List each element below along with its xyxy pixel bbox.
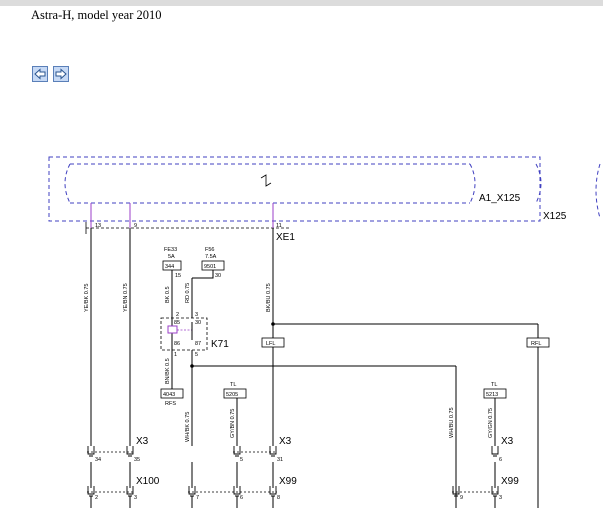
wire-label: WH/BK 0.75 — [185, 412, 191, 442]
connector-pin: 9 — [460, 495, 463, 501]
connector-x99-label: X99 — [279, 476, 297, 487]
connector-5205: TL 5205 — [223, 382, 247, 399]
relay-pin: 85 — [174, 320, 180, 326]
wire-label: GY/GN 0.75 — [488, 408, 494, 438]
connector-pin: 31 — [277, 457, 283, 463]
wire-label: BK 0.5 — [165, 286, 171, 303]
svg-text:LFL: LFL — [266, 341, 275, 347]
ground-4043: 4043 RFS — [160, 388, 184, 407]
connector-pin: 7 — [196, 495, 199, 501]
connector-pin-icon — [233, 446, 241, 457]
connector-x99-label: X99 — [501, 476, 519, 487]
relay-pin: 30 — [195, 320, 201, 326]
relay-k71: 2 3 85 30 86 87 1 5 K71 — [160, 312, 229, 358]
back-button[interactable] — [32, 66, 48, 82]
svg-text:RFL: RFL — [531, 341, 541, 347]
connector-symbols — [87, 446, 499, 497]
connector-pin: 6 — [499, 457, 502, 463]
fuse-pin: 15 — [175, 273, 181, 279]
svg-text:5213: 5213 — [486, 392, 498, 398]
fuse-rating: 7.5A — [205, 254, 217, 260]
module-outer-label: X125 — [543, 211, 567, 222]
connector-pin-icon — [491, 446, 499, 457]
black-wires — [90, 228, 539, 508]
connector-pin: 6 — [240, 495, 243, 501]
connector-pin-icon — [269, 486, 277, 497]
fuse-name: F56 — [205, 247, 214, 253]
relay-pin: 86 — [174, 341, 180, 347]
wire-label: GY/BN 0.75 — [230, 409, 236, 438]
connector-x3-label: X3 — [279, 436, 292, 447]
fuse-fe33: FE33 5A 344 15 — [162, 247, 182, 279]
forward-button[interactable] — [53, 66, 69, 82]
wire-label: YE/BK 0.75 — [84, 284, 90, 312]
wire-labels: YE/BK 0.75 YE/BN 0.75 BK 0.5 RD 0.75 BK/… — [84, 283, 494, 442]
fuse-rating: 5A — [168, 254, 175, 260]
connector-pin: 3 — [499, 495, 502, 501]
connector-pin: 2 — [95, 495, 98, 501]
connector-pin: 5 — [240, 457, 243, 463]
connector-pin-icon — [126, 486, 134, 497]
wire-label: WH/BU 0.75 — [449, 407, 455, 438]
relay-pin: 3 — [195, 312, 198, 318]
connector-labels: X3 34 35 X3 5 31 X3 6 X100 2 3 X99 7 6 8… — [95, 436, 519, 501]
wire-label: YE/BN 0.75 — [123, 283, 129, 312]
svg-text:TL: TL — [230, 382, 236, 388]
connector-pin: 35 — [134, 457, 140, 463]
connector-pin-icon — [491, 486, 499, 497]
wire-label: RD 0.75 — [185, 283, 191, 303]
xe1-label: XE1 — [276, 232, 295, 243]
fuse-code: 344 — [165, 264, 174, 270]
box-rfl: RFL — [526, 337, 550, 348]
relay-pin: 87 — [195, 341, 201, 347]
arrow-left-icon — [34, 68, 46, 80]
junction-dot — [190, 364, 194, 368]
connector-xe1: 13 9 11 XE1 — [85, 222, 295, 243]
relay-pin: 2 — [176, 312, 179, 318]
svg-text:5205: 5205 — [226, 392, 238, 398]
fuse-name: FE33 — [164, 247, 177, 253]
relay-coil-icon — [167, 325, 178, 334]
relay-pin: 1 — [174, 352, 177, 358]
module-a1-x125: A1_X125 X125 — [48, 156, 601, 222]
xe1-pin-13: 13 — [95, 223, 101, 229]
svg-text:TL: TL — [491, 382, 497, 388]
arrow-right-icon — [55, 68, 67, 80]
connector-pin-icon — [87, 446, 95, 457]
xe1-pin-9: 9 — [134, 223, 137, 229]
page-title: Astra-H, model year 2010 — [31, 8, 162, 22]
fuse-pin: 30 — [215, 273, 221, 279]
junction-dot — [271, 322, 275, 326]
wire-label: BN/BK 0.5 — [165, 358, 171, 384]
connector-pin: 34 — [95, 457, 101, 463]
top-bar — [0, 0, 603, 6]
wire-label: BK/BU 0.75 — [266, 283, 272, 312]
module-label: A1_X125 — [479, 193, 521, 204]
connector-pin-icon — [188, 486, 196, 497]
svg-text:RFS: RFS — [165, 401, 176, 407]
svg-text:4043: 4043 — [163, 392, 175, 398]
connector-pin-icon — [87, 486, 95, 497]
relay-label: K71 — [211, 339, 229, 350]
relay-pin: 5 — [195, 352, 198, 358]
ground-icon — [260, 174, 272, 187]
connector-x3-label: X3 — [501, 436, 514, 447]
connector-pin: 3 — [134, 495, 137, 501]
violet-wires — [90, 203, 274, 228]
connector-pin-icon — [233, 486, 241, 497]
box-lfl: LFL — [261, 337, 285, 348]
fuse-code: 9501 — [204, 264, 216, 270]
connector-x100-label: X100 — [136, 476, 160, 487]
connector-pin-icon — [452, 486, 460, 497]
xe1-pin-11: 11 — [276, 223, 282, 229]
connector-x3-label: X3 — [136, 436, 149, 447]
connector-pin: 8 — [277, 495, 280, 501]
connector-pin-icon — [126, 446, 134, 457]
connector-5213: TL 5213 — [483, 382, 507, 399]
connector-pin-icon — [269, 446, 277, 457]
